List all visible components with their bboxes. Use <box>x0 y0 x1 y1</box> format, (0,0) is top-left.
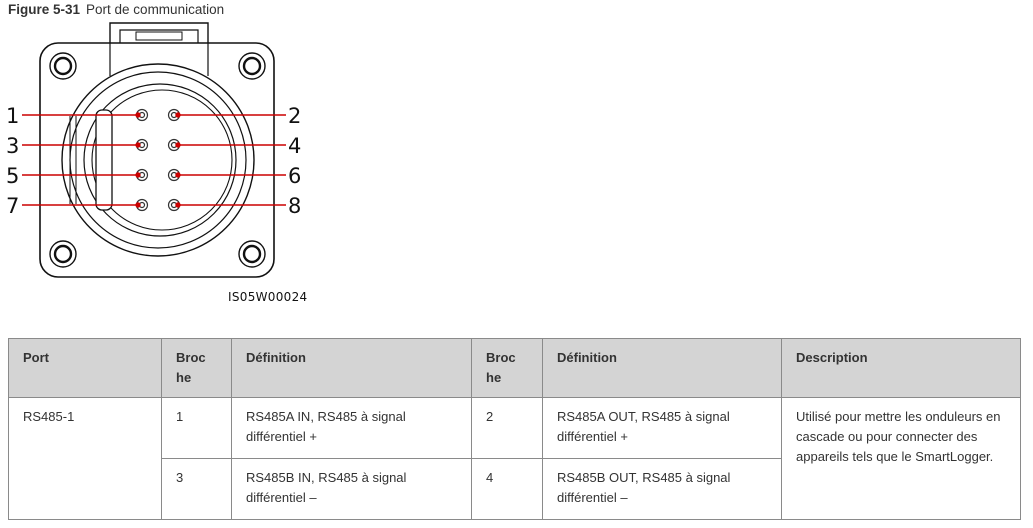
figure-caption: Figure 5-31 Port de communication <box>8 2 224 17</box>
pin-label-4: 4 <box>288 134 301 158</box>
pin-label-3: 3 <box>6 134 19 158</box>
header-definition-a: Définition <box>231 338 472 398</box>
leader-lines <box>22 112 286 208</box>
pin-label-1: 1 <box>6 104 19 128</box>
pin-definition-table: Port Broc he Définition Broc he Définiti… <box>8 338 1021 520</box>
cell-pin-a: 3 <box>161 458 232 520</box>
pins <box>135 108 181 212</box>
key-slot <box>95 109 113 211</box>
connector-rings <box>61 63 255 257</box>
figure-number: Figure 5-31 <box>8 2 81 17</box>
cell-definition-b: RS485B OUT, RS485 à signal différentiel … <box>542 458 782 520</box>
mounting-holes <box>49 52 266 268</box>
cell-pin-a: 1 <box>161 397 232 459</box>
header-pin-b: Broc he <box>471 338 543 398</box>
connector-plate <box>39 42 275 278</box>
pin-label-2: 2 <box>288 104 301 128</box>
cell-description: Utilisé pour mettre les onduleurs en cas… <box>781 397 1021 520</box>
cell-pin-b: 4 <box>471 458 543 520</box>
header-definition-b: Définition <box>542 338 782 398</box>
pin-label-5: 5 <box>6 164 19 188</box>
cell-definition-b: RS485A OUT, RS485 à signal différentiel … <box>542 397 782 459</box>
cell-definition-a: RS485B IN, RS485 à signal différentiel – <box>231 458 472 520</box>
table-row: 3 RS485B IN, RS485 à signal différentiel… <box>9 458 1021 520</box>
connector-diagram: 1 3 5 7 2 4 6 8 <box>6 22 301 278</box>
header-description: Description <box>781 338 1021 398</box>
connector-latch <box>109 22 209 43</box>
pin-label-6: 6 <box>288 164 301 188</box>
cell-port: RS485-1 <box>8 397 162 520</box>
figure-title: Port de communication <box>86 2 225 17</box>
table-row: RS485-1 1 RS485A IN, RS485 à signal diff… <box>8 397 1021 520</box>
header-pin-a: Broc he <box>161 338 232 398</box>
cell-pin-b: 2 <box>471 397 543 459</box>
table-header-row: Port Broc he Définition Broc he Définiti… <box>8 338 1021 398</box>
header-port: Port <box>8 338 162 398</box>
pin-label-7: 7 <box>6 194 19 218</box>
figure-image-id: IS05W00024 <box>228 290 308 304</box>
cell-definition-a: RS485A IN, RS485 à signal différentiel + <box>231 397 472 459</box>
pin-label-8: 8 <box>288 194 301 218</box>
